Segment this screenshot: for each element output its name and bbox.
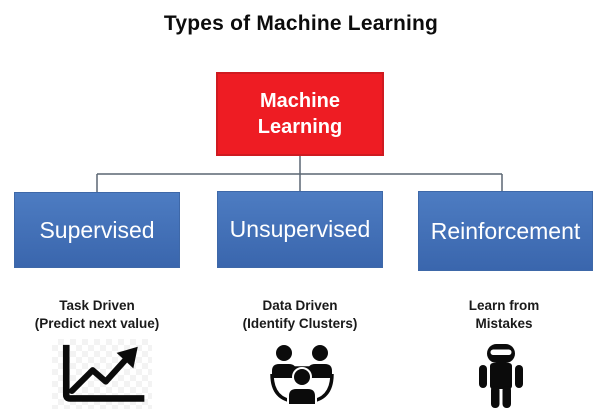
desc-unsupervised-line1: Data Driven bbox=[262, 298, 338, 313]
node-unsupervised: Unsupervised bbox=[217, 191, 383, 268]
node-machine-learning: Machine Learning bbox=[216, 72, 384, 156]
trend-chart-icon bbox=[52, 339, 152, 409]
desc-unsupervised-line2: (Identify Clusters) bbox=[242, 316, 358, 332]
desc-supervised-line2: (Predict next value) bbox=[34, 316, 160, 332]
desc-reinforcement: Learn from Mistakes bbox=[414, 297, 594, 333]
desc-reinforcement-line1: Learn from bbox=[468, 298, 540, 313]
desc-supervised: Task Driven (Predict next value) bbox=[7, 297, 187, 333]
node-supervised-label: Supervised bbox=[39, 216, 155, 243]
node-machine-learning-label: Machine Learning bbox=[257, 90, 343, 138]
node-reinforcement-label: Reinforcement bbox=[430, 217, 581, 244]
node-supervised: Supervised bbox=[14, 192, 180, 268]
desc-reinforcement-line2: Mistakes bbox=[475, 316, 533, 332]
desc-supervised-line1: Task Driven bbox=[59, 298, 135, 313]
node-reinforcement: Reinforcement bbox=[418, 191, 593, 271]
node-unsupervised-label: Unsupervised bbox=[229, 216, 371, 242]
robot-icon bbox=[479, 343, 523, 408]
people-cluster-icon bbox=[266, 343, 338, 410]
diagram-title: Types of Machine Learning bbox=[163, 12, 439, 35]
desc-unsupervised: Data Driven (Identify Clusters) bbox=[210, 297, 390, 333]
